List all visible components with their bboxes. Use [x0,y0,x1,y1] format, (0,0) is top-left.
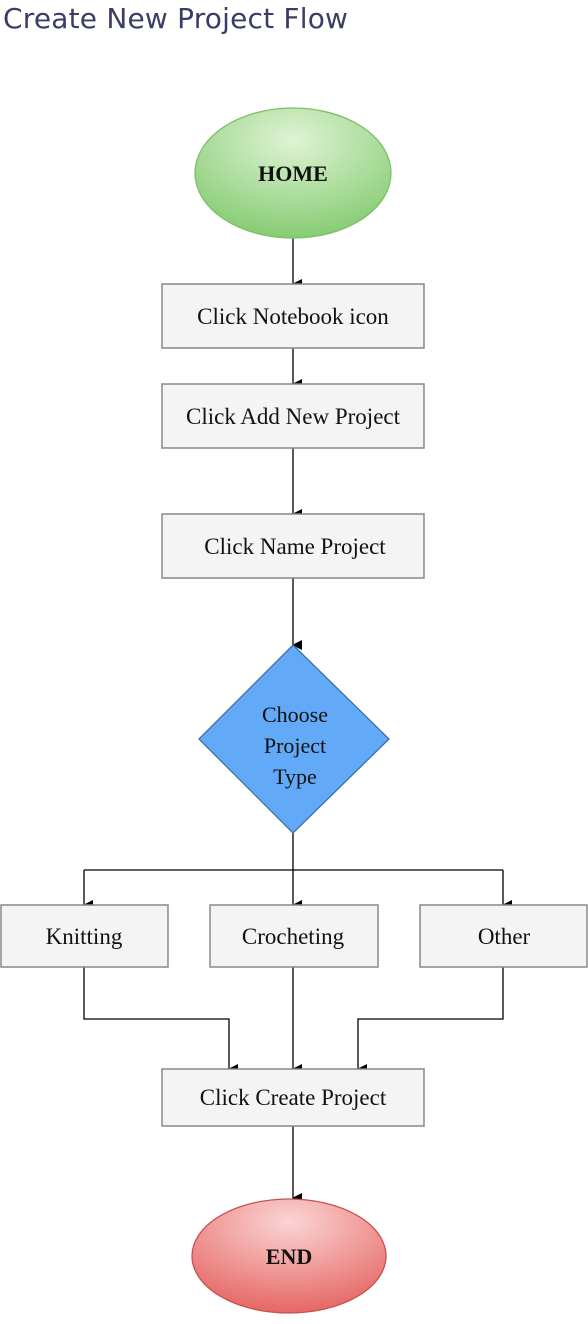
decision-label-line-1: Choose [262,702,328,727]
process-node-name-project-label: Click Name Project [204,534,386,559]
decision-node-project-type: Choose Project Type [198,644,390,834]
option-crocheting-label: Crocheting [242,924,345,949]
process-node-add-project: Click Add New Project [161,383,425,449]
process-node-add-project-label: Click Add New Project [186,404,401,429]
option-node-knitting: Knitting [0,904,169,968]
process-node-notebook: Click Notebook icon [161,283,425,349]
decision-label-line-2: Project [264,733,326,758]
connectors [83,238,512,1203]
option-node-crocheting: Crocheting [209,904,379,968]
option-node-other: Other [419,904,588,968]
process-node-create-project-label: Click Create Project [200,1085,387,1110]
start-node-label: HOME [258,161,328,186]
start-node-home: HOME [194,107,392,239]
option-knitting-label: Knitting [46,924,123,949]
connector-knitting-create [83,967,238,1074]
decision-label-line-3: Type [273,764,317,789]
process-node-notebook-label: Click Notebook icon [197,304,389,329]
process-node-create-project: Click Create Project [161,1068,425,1127]
page-title: Create New Project Flow [3,2,349,35]
connector-other-create [357,967,504,1074]
end-node-label: END [266,1244,312,1269]
end-node: END [191,1198,387,1314]
option-other-label: Other [478,924,531,949]
process-node-name-project: Click Name Project [161,513,425,579]
